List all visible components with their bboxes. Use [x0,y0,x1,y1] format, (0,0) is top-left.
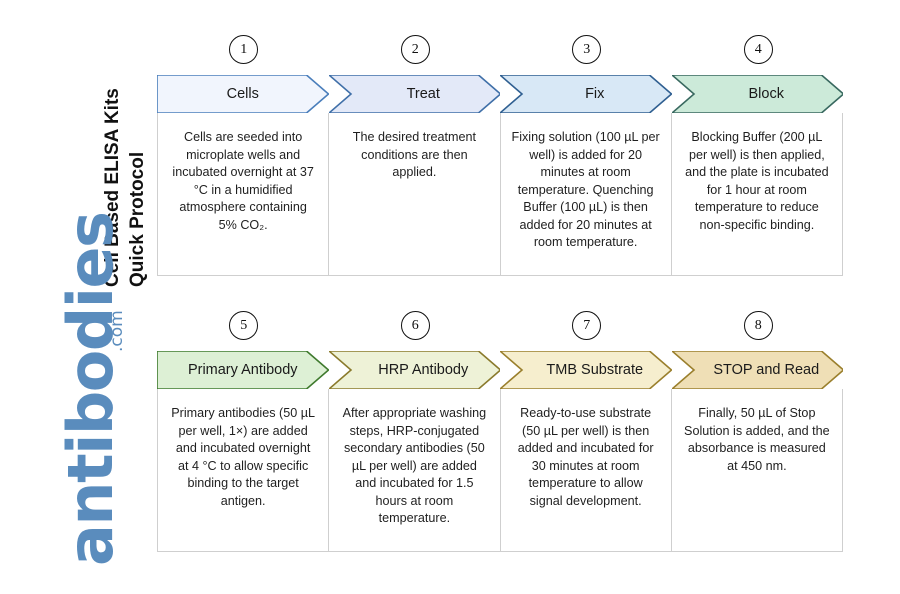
step-number-badge: 1 [229,35,259,64]
description-text: After appropriate washing steps, HRP-con… [342,406,487,525]
chevron-shape [328,351,500,389]
description-text: Primary antibodies (50 µL per well, 1×) … [171,406,315,508]
chevron-step-4[interactable]: Block [671,75,843,113]
chevron-label: Block [748,86,784,102]
description-cell: Primary antibodies (50 µL per well, 1×) … [158,389,330,551]
chevron-shape [671,351,843,389]
chevron-step-3[interactable]: Fix [500,75,672,113]
description-cell: Cells are seeded into microplate wells a… [158,113,330,275]
description-cell: Ready-to-use substrate (50 µL per well) … [501,389,672,551]
chevron-step-1[interactable]: Cells [157,75,329,113]
step-number-badge: 2 [400,35,430,64]
description-list-1: Cells are seeded into microplate wells a… [157,113,843,276]
description-list-2: Primary antibodies (50 µL per well, 1×) … [157,389,843,552]
description-cell: The desired treatment conditions are the… [329,113,501,275]
description-text: Finally, 50 µL of Stop Solution is added… [684,406,830,473]
chevron-step-6[interactable]: HRP Antibody [328,351,500,389]
protocol-row-2: 5 6 7 8 Primary Antibody HRP Antibody TMB Sub… [157,311,843,552]
chevron-label: Primary Antibody [187,362,298,378]
description-cell: After appropriate washing steps, HRP-con… [329,389,501,551]
chevron-shape [328,75,500,113]
description-text: The desired treatment conditions are the… [352,130,476,179]
chevron-label: Treat [406,86,440,102]
step-number-badge: 6 [400,311,430,340]
chevron-shape [500,75,672,113]
description-text: Blocking Buffer (200 µL per well) is the… [685,130,829,232]
chevron-shape [500,351,672,389]
chevron-label: HRP Antibody [378,362,469,378]
chevron-step-5[interactable]: Primary Antibody [157,351,329,389]
chevron-step-8[interactable]: STOP and Read [671,351,843,389]
brand-tld: .com [107,310,127,352]
chevron-shape [157,75,329,113]
description-cell: Finally, 50 µL of Stop Solution is added… [672,389,842,551]
step-number-badge: 4 [743,35,773,64]
chevron-shape [157,351,329,389]
description-text: Cells are seeded into microplate wells a… [172,130,314,232]
step-number-badge: 8 [743,311,773,340]
description-cell: Blocking Buffer (200 µL per well) is the… [672,113,842,275]
brand-logo: antibodies .com [0,0,160,594]
chevron-label: TMB Substrate [546,362,644,378]
protocol-row-1: 1 2 3 4 Cells Treat Fix Block Cells are seeded… [157,35,843,276]
description-cell: Fixing solution (100 µL per well) is add… [501,113,672,275]
brand-wordmark: antibodies [54,212,127,566]
chevron-shape [671,75,843,113]
chevron-step-7[interactable]: TMB Substrate [500,351,672,389]
step-number-badge: 7 [572,311,602,340]
chevron-label: STOP and Read [713,362,820,378]
step-number-list-2: 5 6 7 8 [157,311,843,351]
chevron-label: Fix [585,86,605,102]
chevron-step-2[interactable]: Treat [328,75,500,113]
chevron-list-2: Primary Antibody HRP Antibody TMB Substrat… [157,351,843,389]
chevron-label: Cells [226,86,259,102]
chevron-list-1: Cells Treat Fix Block [157,75,843,113]
step-number-badge: 5 [229,311,259,340]
description-text: Fixing solution (100 µL per well) is add… [511,130,660,249]
step-number-list-1: 1 2 3 4 [157,35,843,75]
step-number-badge: 3 [572,35,602,64]
description-text: Ready-to-use substrate (50 µL per well) … [517,406,654,508]
